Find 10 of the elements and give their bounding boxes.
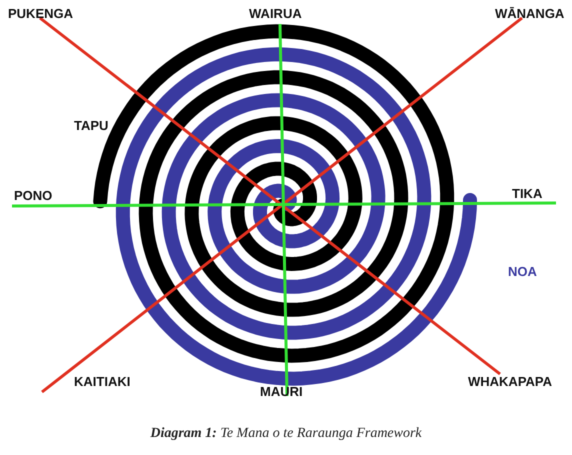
framework-term: WHAKAPAPA <box>468 374 552 389</box>
framework-term: KAITIAKI <box>74 374 130 389</box>
framework-term: TAPU <box>74 118 108 133</box>
caption: Diagram 1: Te Mana o te Raraunga Framework <box>149 426 423 442</box>
framework-term: PUKENGA <box>8 6 74 21</box>
framework-term: TIKA <box>512 186 542 201</box>
framework-term: WAIRUA <box>249 6 302 21</box>
framework-term: NOA <box>508 264 537 279</box>
framework-term: WĀNANGA <box>495 6 564 21</box>
framework-term: PONO <box>14 188 52 203</box>
